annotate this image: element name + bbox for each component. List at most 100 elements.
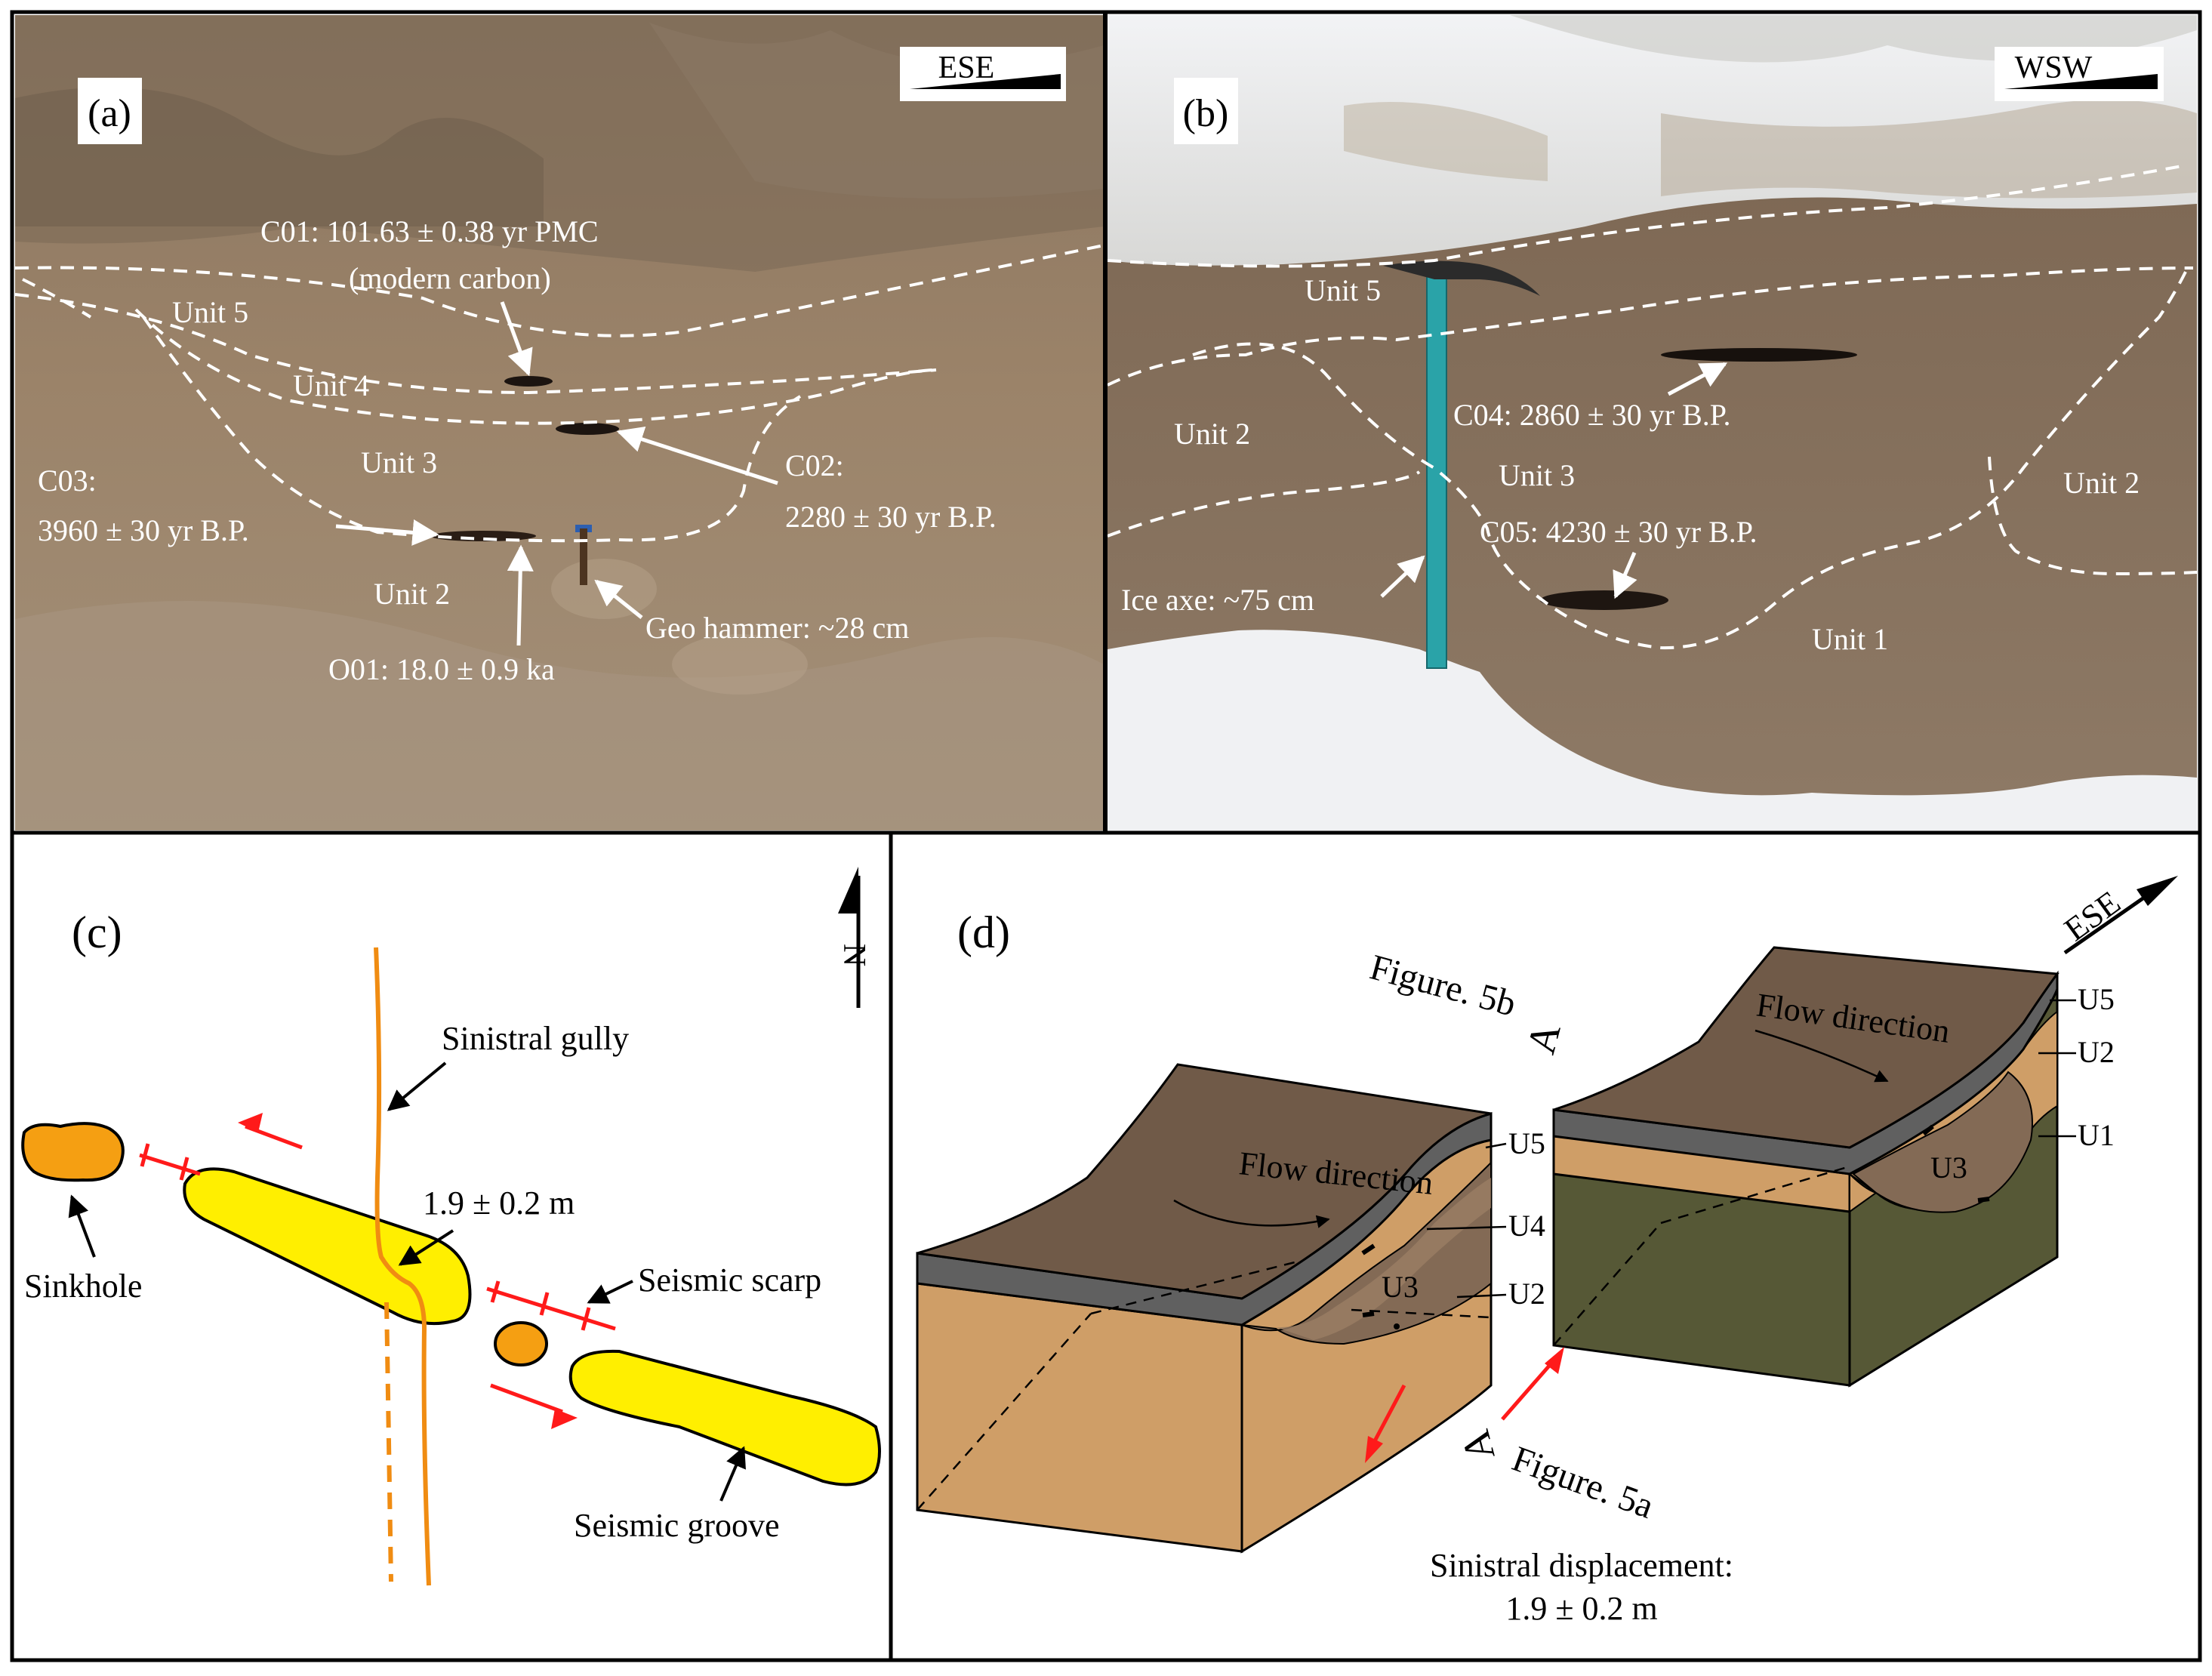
sample-label-c03: C03: [38, 464, 97, 498]
sinkhole-east [494, 1321, 548, 1366]
sample-c01 [504, 376, 553, 387]
flow-arrow-left [1173, 1199, 1330, 1228]
hidden-edge [1351, 1308, 1492, 1319]
panel-a: (a) ESE Unit 5 Unit 4 Unit 3 Unit 2 C01:… [14, 15, 1104, 830]
sample-mark [1394, 1323, 1400, 1329]
pointer-arrow-hammer [594, 579, 643, 619]
layer-label-left: U5 [1508, 1126, 1545, 1160]
panel-c-letter: (c) [72, 907, 122, 957]
leader-line [1485, 1142, 1507, 1149]
unit-label: Unit 1 [1812, 622, 1888, 656]
ice-axe-label: Ice axe: ~75 cm [1121, 583, 1314, 617]
unit-label: Unit 5 [1305, 273, 1381, 307]
sinistral-gully [374, 947, 431, 1586]
layer-u4-left [1276, 1178, 1491, 1340]
pointer-arrow-gully [387, 1061, 447, 1111]
unit-label: Unit 4 [293, 368, 369, 402]
seismic-scarp-west [139, 1143, 201, 1181]
leader-line [1426, 1225, 1507, 1231]
displacement-label: Sinistral displacement: [1430, 1547, 1733, 1584]
pointer-arrow-sinkhole [68, 1194, 96, 1258]
sample-mark [1362, 1311, 1375, 1317]
direction-arrow-icon [2004, 74, 2158, 89]
groove-label: Seismic groove [574, 1507, 780, 1544]
sample-mark [1361, 1243, 1376, 1255]
sample-c04 [1661, 348, 1857, 362]
layer-label-right: U1 [2078, 1118, 2115, 1152]
displacement-arrow-right [1501, 1347, 1564, 1421]
unit-label: Unit 5 [172, 295, 248, 329]
pointer-arrow-c02 [616, 427, 778, 485]
block-left [916, 1063, 1493, 1554]
displacement-value: 1.9 ± 0.2 m [1505, 1590, 1657, 1627]
pointer-arrow-offset [398, 1229, 454, 1266]
figure-frame [10, 10, 2202, 1662]
pointer-arrow-c04 [1667, 362, 1728, 396]
sample-mark [1977, 1197, 1990, 1203]
direction-label-a: ESE [938, 51, 995, 85]
seismic-groove-east [568, 1349, 881, 1487]
unit-label: Unit 3 [1499, 458, 1575, 492]
sample-label-c02: C02: [785, 448, 844, 482]
unit-label: Unit 2 [1174, 417, 1250, 451]
sample-label-c05: C05: 4230 ± 30 yr B.P. [1480, 515, 1758, 549]
panel-b: (b) WSW Unit 5 Unit 2 Unit 3 Unit 2 Unit… [1107, 15, 2198, 830]
scarp-label: Seismic scarp [638, 1262, 821, 1299]
direction-box-a [900, 47, 1066, 101]
hidden-edge [1553, 1222, 1662, 1346]
sample-c02 [556, 423, 619, 435]
panel-b-letter: (b) [1183, 92, 1229, 135]
rubble-area [672, 634, 808, 695]
layer-label-right: U2 [2078, 1035, 2115, 1069]
snow-ground [1108, 630, 2197, 830]
layer-label-right: U5 [2078, 982, 2115, 1016]
sample-label-c03-age: 3960 ± 30 yr B.P. [38, 513, 249, 547]
panel-d: (d) ESE [892, 834, 2197, 1657]
pointer-arrow-o01 [507, 544, 534, 646]
gully-label: Sinistral gully [442, 1020, 629, 1057]
panel-a-letter: (a) [88, 92, 131, 135]
offset-arrow-north [238, 1113, 303, 1150]
unit-boundaries-a [14, 244, 1104, 543]
panel-b-letter-box [1174, 78, 1238, 144]
rubble-area [15, 601, 1104, 830]
direction-label-b: WSW [2015, 51, 2093, 85]
block-left-front [916, 1282, 1243, 1553]
pointer-arrow-c05 [1613, 552, 1637, 599]
panel-c: (c) N [15, 834, 889, 1657]
offset-arrow-south [490, 1383, 578, 1429]
direction-box-b [1995, 47, 2164, 101]
sample-c05 [1540, 590, 1668, 610]
leader-line [1456, 1293, 1507, 1299]
hidden-edge [917, 1313, 1092, 1511]
geo-hammer [575, 525, 592, 585]
ice-axe [1383, 260, 1540, 669]
north-label: N [836, 944, 871, 966]
unit-boundaries-b [1107, 165, 2198, 650]
seismic-scarp-east [486, 1280, 616, 1331]
sample-mark [1922, 1124, 1934, 1136]
hammer-label: Geo hammer: ~28 cm [645, 611, 909, 645]
sample-label-o01: O01: 18.0 ± 0.9 ka [328, 652, 555, 686]
offset-label: 1.9 ± 0.2 m [423, 1185, 575, 1222]
displacement-arrow-left [1365, 1384, 1406, 1463]
unit-label: Unit 2 [2063, 466, 2140, 500]
flow-arrow-right [1755, 1029, 1889, 1083]
north-arrow-icon [838, 867, 858, 913]
gully-old-channel [384, 1302, 393, 1582]
sinkhole-west [21, 1122, 125, 1182]
unit-label: Unit 2 [374, 577, 450, 611]
layer-label-left: U2 [1508, 1277, 1545, 1311]
pointer-arrow-c01 [500, 301, 533, 377]
pointer-arrow-scarp [587, 1280, 633, 1304]
layer-u3-left [1241, 1160, 1492, 1345]
sample-label-c02-age: 2280 ± 30 yr B.P. [785, 500, 997, 534]
sample-label-c01: C01: 101.63 ± 0.38 yr PMC [260, 214, 599, 248]
seismic-groove-west [183, 1167, 472, 1326]
hidden-edge [1660, 1165, 1850, 1225]
panel-d-letter: (d) [957, 907, 1010, 957]
layer-label-left: U3 [1382, 1270, 1419, 1304]
layer-label-left: U4 [1508, 1209, 1545, 1243]
pointer-arrow-ice-axe [1380, 555, 1425, 598]
